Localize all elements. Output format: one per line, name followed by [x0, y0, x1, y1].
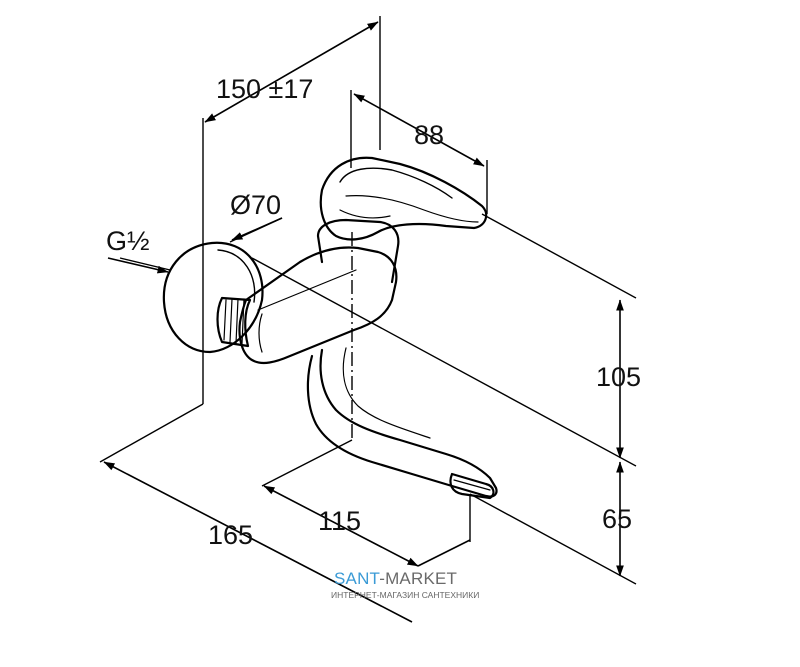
wall-rosette [162, 241, 264, 354]
dim-label-105: 105 [596, 362, 641, 392]
dim-line-165 [103, 461, 413, 623]
dim-label-g12: G½ [106, 226, 150, 256]
dim-label-65: 65 [602, 504, 632, 534]
faucet-body [162, 156, 498, 500]
union-nut [216, 296, 252, 348]
aerator [449, 472, 495, 500]
dimension-arrows [103, 21, 624, 623]
spout [306, 348, 498, 498]
mixer-body [238, 246, 398, 365]
dim-line-115 [263, 485, 419, 567]
watermark-tagline: ИНТЕРНЕТ-МАГАЗИН САНТЕХНИКИ [331, 590, 480, 600]
dim-leader-d70 [231, 217, 283, 241]
dim-label-88: 88 [414, 120, 444, 150]
dim-line-88 [353, 93, 485, 167]
dim-line-150 [204, 21, 379, 123]
watermark-brand: SANT-MARKET [334, 570, 457, 588]
rosette-edge [217, 249, 256, 303]
lever-handle [319, 156, 488, 241]
dim-label-d70: Ø70 [230, 190, 281, 220]
dim-line-115-ext [417, 539, 471, 567]
dim-leader-g12 [107, 257, 169, 274]
watermark-brand-part1: SANT [334, 569, 380, 588]
mixer-column [316, 218, 400, 284]
dim-label-115: 115 [318, 506, 361, 536]
extension-lines [99, 16, 637, 585]
dim-label-150: 150 ±17 [216, 74, 313, 104]
dim-label-165: 165 [208, 520, 253, 550]
watermark-brand-part2: -MARKET [379, 569, 458, 588]
